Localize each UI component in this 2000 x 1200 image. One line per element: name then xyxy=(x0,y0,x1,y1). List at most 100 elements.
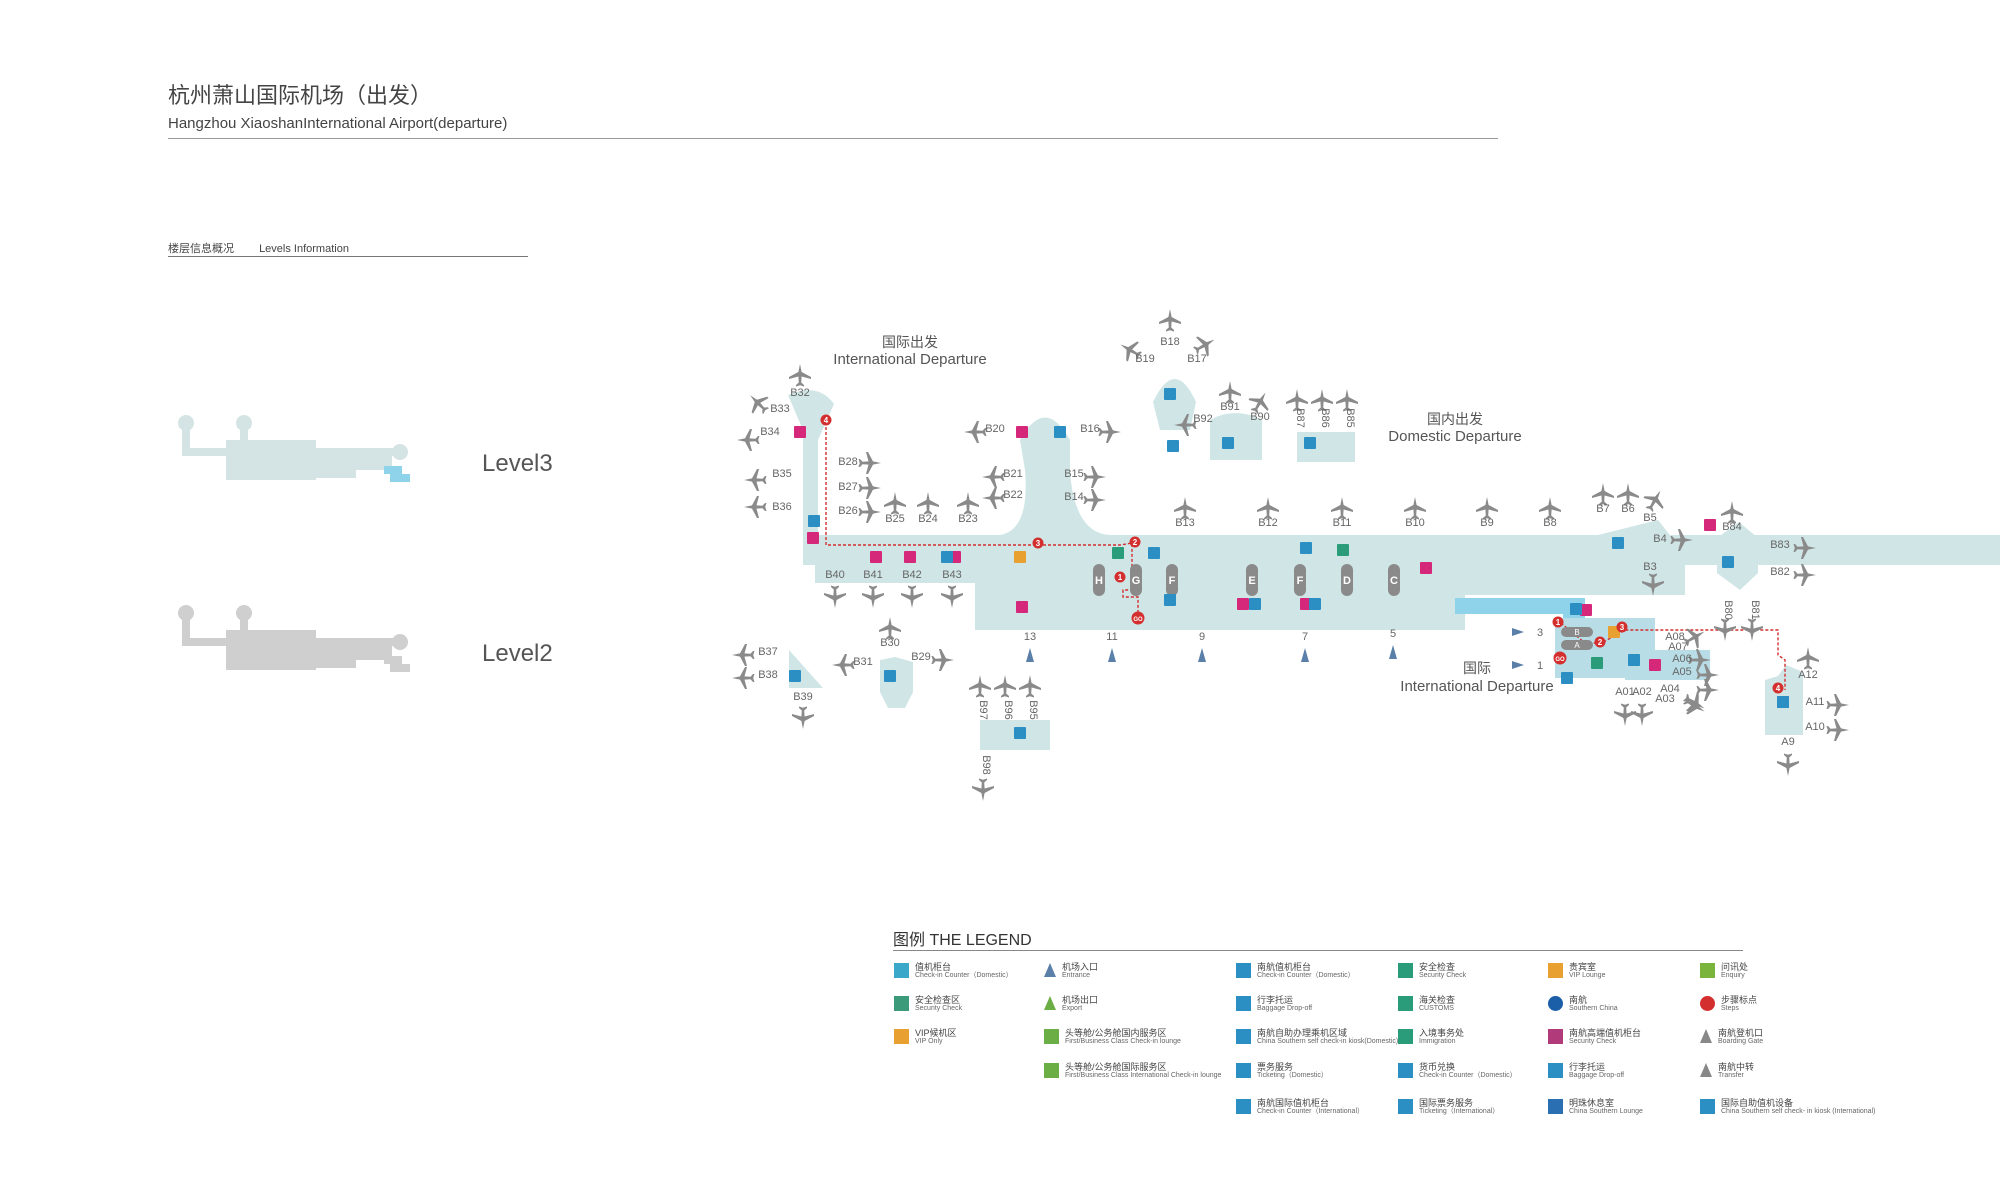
gate-a02[interactable]: A02 xyxy=(1631,686,1653,726)
gate-a06[interactable]: A06 xyxy=(1672,653,1719,686)
gate-b25[interactable]: B25 xyxy=(884,492,906,525)
gate-b32[interactable]: B32 xyxy=(789,364,811,399)
security-icon[interactable] xyxy=(1112,547,1124,559)
service-icon[interactable] xyxy=(1164,594,1176,606)
restroom-icon[interactable] xyxy=(1420,562,1432,574)
gate-b15[interactable]: B15 xyxy=(1064,466,1106,488)
service-icon[interactable] xyxy=(1014,727,1026,739)
security-icon[interactable] xyxy=(1591,657,1603,669)
entrance-5[interactable]: 5 xyxy=(1389,628,1397,659)
counter-d[interactable]: D xyxy=(1341,564,1353,596)
service-icon[interactable] xyxy=(1628,654,1640,666)
restroom-icon[interactable] xyxy=(1016,426,1028,438)
service-icon[interactable] xyxy=(1148,547,1160,559)
counter-g[interactable]: G xyxy=(1130,564,1142,596)
gate-b5[interactable]: B5 xyxy=(1639,484,1671,524)
vip-lounge-icon[interactable] xyxy=(1014,551,1026,563)
gate-b14[interactable]: B14 xyxy=(1064,489,1106,511)
security-icon[interactable] xyxy=(1337,544,1349,556)
service-icon[interactable] xyxy=(941,551,953,563)
gate-b42[interactable]: B42 xyxy=(901,569,923,608)
gate-b6[interactable]: B6 xyxy=(1617,483,1639,515)
gate-a01[interactable]: A01 xyxy=(1614,686,1636,726)
gate-b17[interactable]: B17 xyxy=(1187,329,1221,365)
service-icon[interactable] xyxy=(1164,388,1176,400)
gate-b36[interactable]: B36 xyxy=(744,496,792,518)
gate-b91[interactable]: B91 xyxy=(1219,381,1241,413)
counter-b-intl[interactable]: B xyxy=(1561,627,1593,637)
gate-b4[interactable]: B4 xyxy=(1653,529,1693,551)
service-icon[interactable] xyxy=(1249,598,1261,610)
step-marker-3[interactable]: 3 xyxy=(1616,621,1628,633)
gate-b8[interactable]: B8 xyxy=(1539,497,1561,529)
gate-b33[interactable]: B33 xyxy=(742,387,790,419)
restroom-icon[interactable] xyxy=(794,426,806,438)
gate-a05[interactable]: A05 xyxy=(1672,666,1719,701)
counter-f[interactable]: F xyxy=(1294,564,1306,596)
service-icon[interactable] xyxy=(1570,603,1582,615)
gate-a12[interactable]: A12 xyxy=(1797,647,1819,681)
service-icon[interactable] xyxy=(1722,556,1734,568)
gate-b35[interactable]: B35 xyxy=(744,468,792,491)
gate-b10[interactable]: B10 xyxy=(1404,497,1426,529)
gate-b31[interactable]: B31 xyxy=(832,654,873,676)
service-icon[interactable] xyxy=(1222,437,1234,449)
level3-thumbnail[interactable] xyxy=(172,410,422,490)
counter-f[interactable]: F xyxy=(1166,564,1178,596)
counter-e[interactable]: E xyxy=(1246,564,1258,596)
gate-b43[interactable]: B43 xyxy=(941,569,963,608)
step-marker-4[interactable]: 4 xyxy=(820,414,832,426)
gate-b27[interactable]: B27 xyxy=(838,477,881,499)
gate-b95[interactable]: B95 xyxy=(1019,675,1041,720)
restroom-icon[interactable] xyxy=(1649,659,1661,671)
gate-a9[interactable]: A9 xyxy=(1777,736,1799,776)
gate-b28[interactable]: B28 xyxy=(838,452,881,474)
gate-b85[interactable]: B85 xyxy=(1336,389,1358,428)
gate-b37[interactable]: B37 xyxy=(732,644,778,666)
service-icon[interactable] xyxy=(1309,598,1321,610)
gate-b81[interactable]: B81 xyxy=(1741,600,1763,641)
service-icon[interactable] xyxy=(1304,437,1316,449)
gate-b86[interactable]: B86 xyxy=(1311,389,1333,428)
counter-h[interactable]: H xyxy=(1093,564,1105,596)
service-icon[interactable] xyxy=(1167,440,1179,452)
restroom-icon[interactable] xyxy=(807,532,819,544)
service-icon[interactable] xyxy=(1054,426,1066,438)
gate-b29[interactable]: B29 xyxy=(911,649,954,671)
gate-b90[interactable]: B90 xyxy=(1244,386,1276,423)
gate-b12[interactable]: B12 xyxy=(1257,497,1279,529)
gate-b96[interactable]: B96 xyxy=(994,675,1016,720)
gate-b21[interactable]: B21 xyxy=(982,466,1023,488)
entrance-11[interactable]: 11 xyxy=(1106,631,1118,662)
restroom-icon[interactable] xyxy=(1237,598,1249,610)
go-marker[interactable]: GO xyxy=(1131,611,1145,625)
gate-b18[interactable]: B18 xyxy=(1159,309,1181,348)
entrance-7[interactable]: 7 xyxy=(1301,631,1309,662)
restroom-icon[interactable] xyxy=(1704,519,1716,531)
level2-thumbnail[interactable] xyxy=(172,600,422,680)
gate-b98[interactable]: B98 xyxy=(972,755,994,801)
entrance-13[interactable]: 13 xyxy=(1024,631,1036,662)
service-icon[interactable] xyxy=(789,670,801,682)
gate-b22[interactable]: B22 xyxy=(982,487,1023,509)
gate-b11[interactable]: B11 xyxy=(1331,497,1353,529)
gate-b92[interactable]: B92 xyxy=(1174,413,1213,436)
gate-b80[interactable]: B80 xyxy=(1714,600,1736,641)
gate-b16[interactable]: B16 xyxy=(1080,421,1121,443)
gate-b26[interactable]: B26 xyxy=(838,501,881,523)
restroom-icon[interactable] xyxy=(904,551,916,563)
service-icon[interactable] xyxy=(1561,672,1573,684)
gate-a11[interactable]: A11 xyxy=(1806,694,1849,716)
gate-b83[interactable]: B83 xyxy=(1770,537,1816,559)
gate-b3[interactable]: B3 xyxy=(1642,561,1664,596)
intl-entrance-3[interactable]: 3 xyxy=(1512,627,1543,639)
gate-b84[interactable]: B84 xyxy=(1721,501,1743,533)
gate-b9[interactable]: B9 xyxy=(1476,497,1498,529)
level2-label[interactable]: Level2 xyxy=(482,640,553,667)
gate-b20[interactable]: B20 xyxy=(964,421,1005,443)
gate-a04[interactable]: A04 xyxy=(1660,683,1711,719)
gate-a10[interactable]: A10 xyxy=(1805,719,1849,741)
restroom-icon[interactable] xyxy=(870,551,882,563)
gate-b34[interactable]: B34 xyxy=(737,426,780,451)
